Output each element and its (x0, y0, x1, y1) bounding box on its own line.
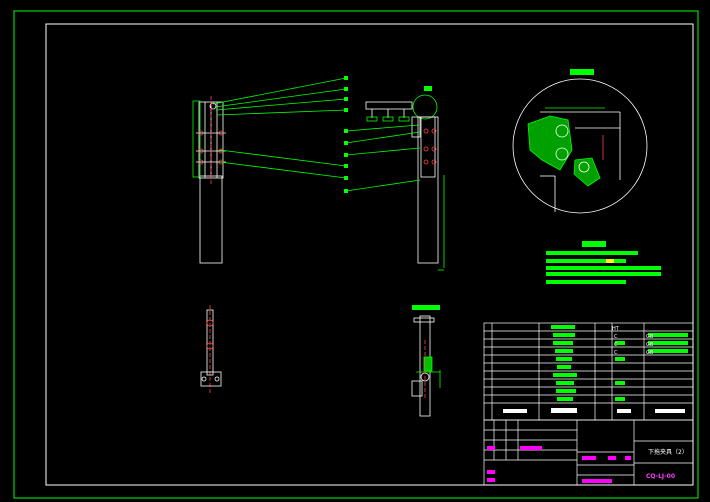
spec-labels: HT C C C GB GB GB (612, 326, 654, 356)
part-number-markers (344, 76, 348, 193)
spec-label: GB (646, 350, 654, 356)
spec-label: C (614, 342, 618, 348)
outer-sheet-border (13, 10, 699, 499)
bottom-left-view (200, 305, 222, 395)
spec-label: GB (646, 334, 654, 340)
bottom-middle-view (411, 305, 441, 417)
spec-label: GB (646, 342, 654, 348)
front-view (192, 96, 226, 264)
spec-label: HT (612, 326, 620, 332)
side-view (365, 94, 445, 271)
spec-label: C (614, 350, 618, 356)
drawing-title: 下拖夹具（2） (648, 448, 688, 456)
spec-label: C (614, 334, 618, 340)
parts-list (483, 322, 694, 421)
parts-list-fills (551, 325, 688, 401)
section-label-marker (424, 86, 432, 91)
title-block-fills (487, 446, 631, 483)
leader-lines-side (345, 124, 421, 192)
drawing-code: CQ-LJ-00 (646, 473, 675, 480)
detail-view (512, 69, 648, 214)
parts-list-header (503, 408, 685, 413)
technical-notes (546, 241, 661, 284)
leader-lines-left (212, 77, 347, 179)
inner-drawing-frame (45, 23, 694, 486)
